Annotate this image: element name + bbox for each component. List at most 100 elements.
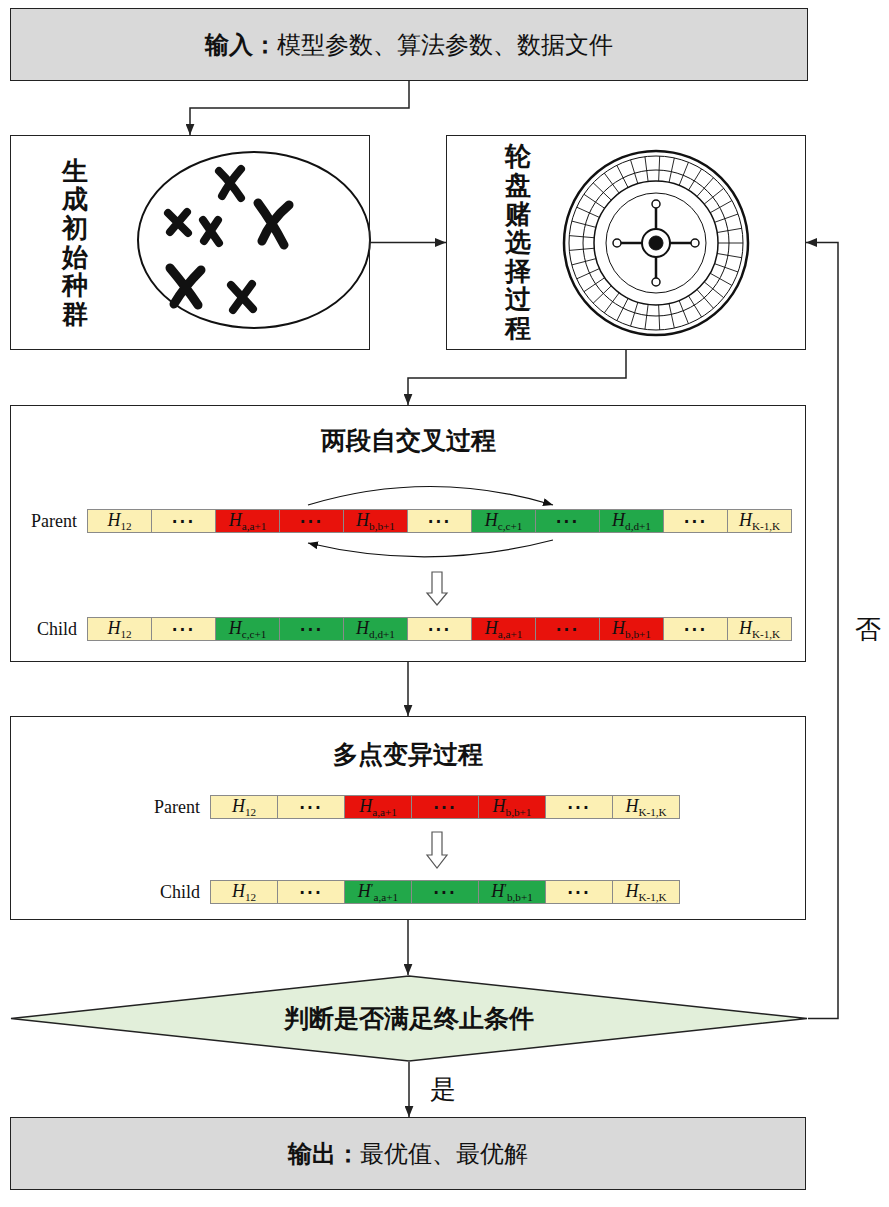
- gene-index: d,d+1: [625, 520, 651, 532]
- gene-index: 12: [245, 891, 256, 903]
- pocket-divider: [704, 282, 723, 298]
- pocket-divider: [697, 290, 714, 309]
- row-label: Child: [37, 619, 77, 640]
- edge-label: 是: [428, 1072, 458, 1107]
- hollow-arrow: [427, 832, 447, 868]
- gene-index: K-1,K: [638, 806, 666, 818]
- gene-label: ···: [684, 619, 707, 640]
- gene-label: Hb,b+1: [356, 510, 395, 532]
- io-heading: 输入：: [205, 31, 277, 59]
- text-line: 判断是否满足终止条件: [284, 1002, 534, 1035]
- gene-symbol: H: [232, 881, 245, 901]
- gene-label: Ha,a+1: [359, 796, 397, 818]
- gene-label: Hd,d+1: [356, 618, 395, 640]
- gene-label: Hd,d+1: [612, 510, 651, 532]
- pocket-divider: [593, 183, 611, 200]
- cell-outline: [138, 152, 370, 328]
- gene-label: ···: [299, 797, 322, 818]
- ellipsis: ···: [299, 799, 322, 817]
- gene-label: ···: [300, 511, 323, 532]
- pocket-divider: [710, 273, 732, 285]
- diamond-outline: [11, 976, 807, 1061]
- prime-mark: ′: [504, 881, 507, 895]
- chromosome: [231, 284, 253, 310]
- gene-label: H12: [232, 796, 256, 818]
- gene-cell: Ha,a+1: [344, 795, 412, 819]
- pocket-divider: [604, 173, 619, 193]
- gene-label: ···: [172, 511, 195, 532]
- ellipsis: ···: [556, 513, 579, 531]
- pocket-divider: [697, 178, 714, 197]
- chromosome-figure: [138, 152, 370, 328]
- gene-cell: H′a,a+1: [344, 880, 412, 904]
- pocket-divider: [659, 305, 660, 330]
- chromosome: [168, 212, 188, 233]
- vertical-column: 生成初始种群: [62, 136, 88, 349]
- pocket-divider: [645, 305, 648, 330]
- gene-label: Hb,b+1: [493, 796, 532, 818]
- vertical-column: 轮盘赌选择过程: [505, 136, 531, 349]
- gene-symbol: H: [107, 618, 120, 638]
- gene-cell: Ha,a+1: [471, 617, 536, 641]
- wheel-ring: [594, 181, 718, 305]
- row-label: Parent: [154, 797, 200, 818]
- wheel-ring: [583, 170, 729, 316]
- gene-cell: ···: [151, 617, 216, 641]
- pocket-divider: [718, 243, 743, 244]
- ellipsis: ···: [684, 621, 707, 639]
- gene-index: a,a+1: [498, 628, 523, 640]
- pocket-divider: [679, 301, 688, 324]
- pocket-divider: [577, 269, 600, 279]
- pocket-divider: [704, 188, 723, 204]
- gene-index: 12: [245, 806, 256, 818]
- gene-label: Hc,c+1: [229, 618, 267, 640]
- pocket-divider: [577, 207, 600, 217]
- gene-cell: ···: [407, 509, 472, 533]
- gene-cell: ···: [277, 880, 345, 904]
- pocket-divider: [717, 253, 742, 257]
- gene-cell: H12: [210, 880, 278, 904]
- vertical-label: 轮盘赌选择过程: [505, 142, 531, 342]
- row-label-holder: Parent: [154, 797, 200, 818]
- ellipsis: ···: [433, 884, 456, 902]
- gene-label: H12: [107, 510, 131, 532]
- io-body: 模型参数、算法参数、数据文件: [277, 31, 613, 59]
- gene-index: b,b+1: [625, 628, 651, 640]
- pocket-divider: [593, 286, 611, 303]
- gene-index: a,a+1: [242, 520, 267, 532]
- gene-label: ···: [556, 619, 579, 640]
- roulette-wheel: [564, 151, 748, 335]
- process-panel: 多点变异过程H12···Ha,a+1···Hb,b+1···HK-1,KH12·…: [10, 716, 806, 920]
- pocket-divider: [645, 157, 648, 182]
- wheel-ring: [606, 193, 706, 293]
- gene-label: HK-1,K: [739, 618, 780, 640]
- decision-text: 判断是否满足终止条件: [284, 1004, 534, 1033]
- pocket-divider: [631, 160, 638, 184]
- pocket-divider: [572, 259, 596, 265]
- gene-cell: ···: [279, 617, 344, 641]
- gene-label: HK-1,K: [625, 881, 666, 903]
- ellipsis: ···: [299, 884, 322, 902]
- gene-index: d,d+1: [369, 628, 395, 640]
- gene-index: K-1,K: [752, 628, 780, 640]
- pocket-divider: [584, 278, 605, 292]
- gene-index: 12: [120, 628, 131, 640]
- spoke-ball: [652, 200, 660, 208]
- chromosome: [258, 203, 289, 245]
- gene-symbol: H: [232, 796, 245, 816]
- gene-index: c,c+1: [242, 628, 267, 640]
- prime-mark: ′: [371, 881, 374, 895]
- swap-arrow: [308, 540, 553, 557]
- connector: [408, 1062, 410, 1117]
- wheel-hub: [642, 229, 670, 257]
- ellipsis: ···: [567, 884, 590, 902]
- gene-label: ···: [172, 619, 195, 640]
- gene-symbol: H: [229, 618, 242, 638]
- io-body: 最优值、最优解: [360, 1140, 528, 1168]
- gene-cell: ···: [151, 509, 216, 533]
- gene-symbol: H: [739, 510, 752, 530]
- chromosome: [170, 268, 201, 305]
- gene-cell: Hc,c+1: [215, 617, 280, 641]
- gene-label: ···: [567, 797, 590, 818]
